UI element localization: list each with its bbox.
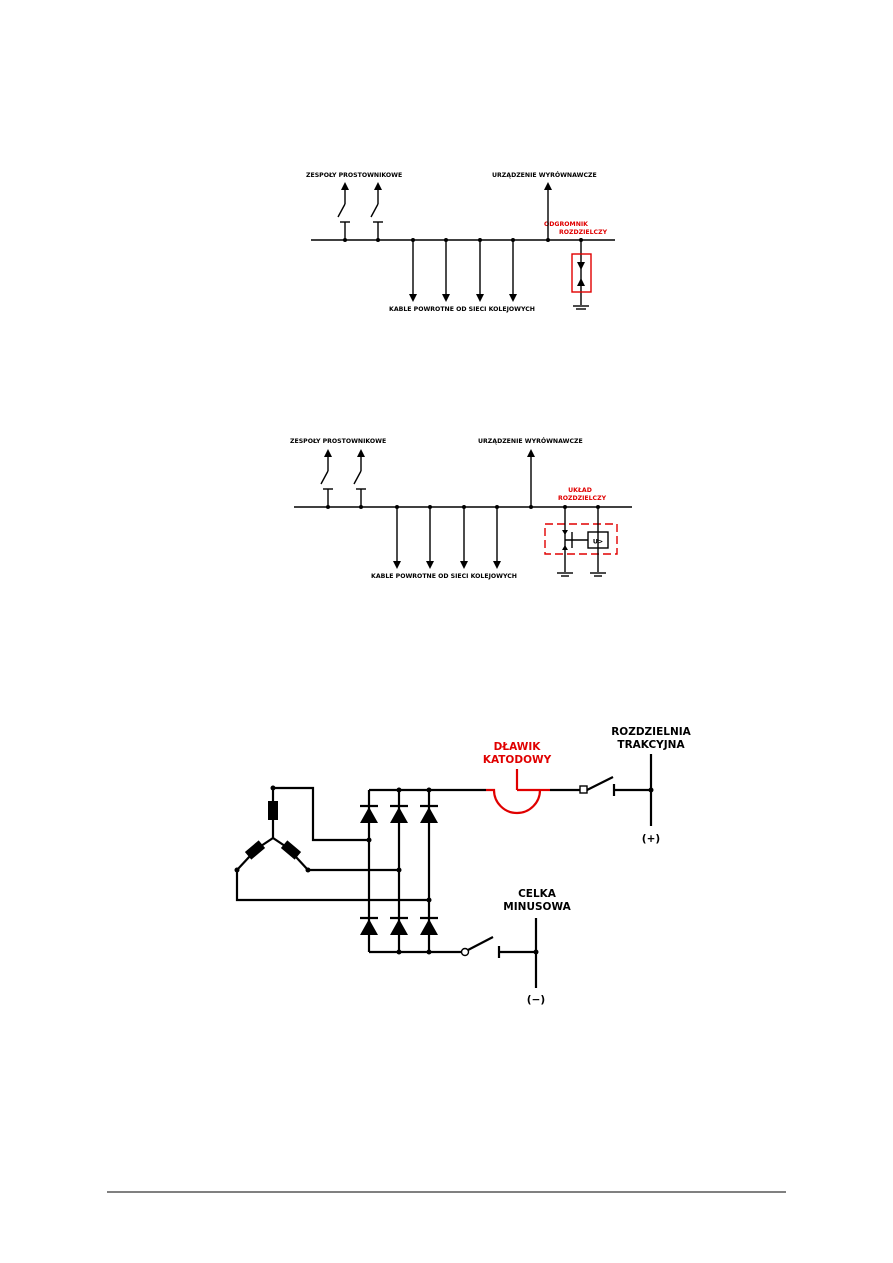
d3-label-switchboard-line1: ROZDZIELNIA xyxy=(611,726,691,738)
d1-rectifier-branch-1 xyxy=(337,182,350,242)
d3-diode-upper-1 xyxy=(360,804,378,823)
d3-label-cell-line1: CELKA xyxy=(518,888,557,900)
d1-label-element-line2: ROZDZIELCZY xyxy=(559,229,608,236)
d1-rectifier-branch-2 xyxy=(370,182,383,242)
d2-rectifier-branch-1 xyxy=(320,449,333,509)
d3-label-plus: (+) xyxy=(642,833,660,845)
d2-label-equalizing: URZĄDZENIE WYRÓWNAWCZE xyxy=(478,436,583,445)
d3-label-choke-line2: KATODOWY xyxy=(483,754,552,766)
d3-diode-lower-2 xyxy=(390,916,408,935)
d3-label-cell-line2: MINUSOWA xyxy=(503,901,571,913)
d3-winding-left xyxy=(244,840,266,860)
d3-switch-plus xyxy=(586,776,614,791)
d2-label-rectifiers: ZESPOŁY PROSTOWNIKOWE xyxy=(290,438,386,445)
d2-label-element-line1: UKŁAD xyxy=(568,487,592,494)
d3-winding-top xyxy=(268,801,278,820)
d1-equalizing-arrow xyxy=(544,182,552,242)
d1-label-equalizing: URZĄDZENIE WYRÓWNAWCZE xyxy=(492,170,597,179)
d3-diode-lower-3 xyxy=(420,916,438,935)
d1-label-cables: KABLE POWROTNE OD SIECI KOLEJOWYCH xyxy=(389,306,535,313)
d3-label-switchboard-line2: TRAKCYJNA xyxy=(617,739,685,751)
d3-phase-wires xyxy=(235,786,432,903)
d3-transformer-star xyxy=(234,785,311,873)
d3-bridge xyxy=(360,787,486,955)
d3-diode-lower-1 xyxy=(360,916,378,935)
d3-diode-upper-3 xyxy=(420,804,438,823)
d2-protection-unit: U> xyxy=(544,505,618,577)
d3-label-minus: (−) xyxy=(527,994,545,1006)
d3-switch-contact-minus xyxy=(460,947,470,957)
d3-diode-upper-2 xyxy=(390,804,408,823)
d1-arrester-box xyxy=(571,253,592,293)
d2-device-label: U> xyxy=(593,539,603,546)
d3-cathode-choke xyxy=(486,769,550,815)
d1-arrester xyxy=(571,238,592,310)
d3-positive-output xyxy=(550,754,654,826)
diagram-2: ZESPOŁY PROSTOWNIKOWE URZĄDZENIE WYRÓWNA… xyxy=(290,436,632,580)
diagram-1: ZESPOŁY PROSTOWNIKOWE URZĄDZENIE WYRÓWNA… xyxy=(306,170,615,313)
d3-winding-right xyxy=(280,840,302,860)
d3-negative-output xyxy=(460,918,539,988)
d3-switch-minus xyxy=(467,936,494,951)
d2-label-cables: KABLE POWROTNE OD SIECI KOLEJOWYCH xyxy=(371,573,517,580)
diagram-3: DŁAWIK KATODOWY ROZDZIELNIA TRAKCYJNA (+… xyxy=(234,726,692,1006)
d2-unit-dashed-box xyxy=(544,523,618,555)
d2-label-element-line2: ROZDZIELCZY xyxy=(558,495,607,502)
d2-rectifier-branch-2 xyxy=(353,449,366,509)
d2-voltage-relay xyxy=(587,531,609,549)
d1-label-rectifiers: ZESPOŁY PROSTOWNIKOWE xyxy=(306,172,402,179)
d3-label-choke-line1: DŁAWIK xyxy=(494,741,542,753)
d3-switch-contact-plus xyxy=(579,785,588,794)
d1-label-element-line1: ODGROMNIK xyxy=(544,221,588,228)
d2-cable-arrows xyxy=(393,505,501,569)
d2-equalizing-arrow xyxy=(527,449,535,509)
d1-cable-arrows xyxy=(409,238,517,302)
